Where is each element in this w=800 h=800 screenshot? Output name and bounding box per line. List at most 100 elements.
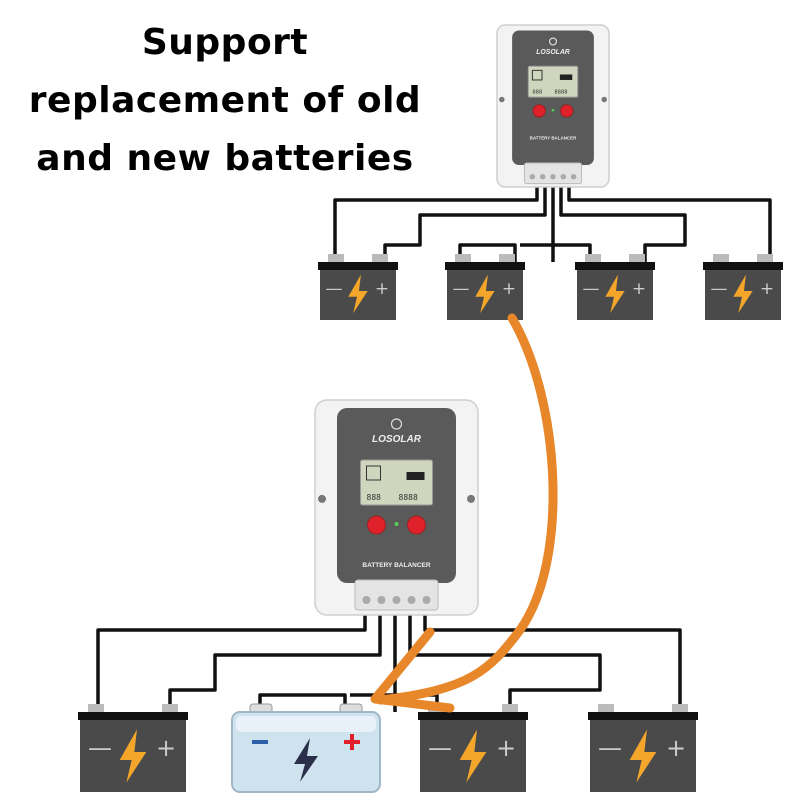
status-led [394, 522, 399, 526]
status-led [551, 108, 555, 112]
terminal-positive [757, 254, 773, 264]
right-button [560, 104, 574, 118]
device-label: BATTERY BALANCER [530, 136, 577, 141]
terminal-negative [585, 254, 601, 264]
terminal-screw [407, 596, 416, 604]
terminal-screw [422, 596, 431, 604]
plus-mark: + [375, 279, 389, 299]
lightning-bolt-icon [475, 274, 495, 314]
plus-mark: + [632, 279, 646, 299]
left-button [367, 515, 386, 535]
replacement-arrow [375, 313, 558, 705]
lcd-battery-bar [559, 74, 573, 80]
power-logo-icon [390, 418, 403, 430]
plus-mark: + [502, 279, 516, 299]
terminal-negative [713, 254, 729, 264]
brand-logo: LOSOLAR [536, 49, 570, 56]
headline-line-1: Support [141, 22, 309, 63]
lightning-bolt-icon [119, 729, 147, 783]
battery-lid [575, 262, 655, 270]
terminal-negative [328, 254, 344, 264]
wire [333, 185, 539, 262]
wire [423, 610, 682, 712]
minus-mark: — [598, 734, 622, 762]
terminal-block [523, 162, 583, 185]
lightning-bolt-icon [733, 274, 753, 314]
terminal-screw [550, 173, 556, 180]
headline-line-2: replacement of old [28, 80, 422, 121]
terminal-positive [629, 254, 645, 264]
terminal-screw [539, 173, 546, 180]
terminal-positive [499, 254, 515, 264]
wire [520, 243, 592, 262]
wire [258, 693, 347, 712]
lightning-bolt-icon [348, 274, 368, 314]
device-label: BATTERY BALANCER [362, 562, 430, 569]
wire [383, 185, 547, 262]
battery-lid [78, 712, 188, 720]
lcd-battery-bar [406, 472, 425, 480]
lcd-screen [527, 65, 579, 98]
old-battery-3: —+ [575, 254, 655, 320]
terminal-screw [392, 596, 401, 604]
terminal-screw [529, 173, 536, 180]
terminal-screw [570, 173, 577, 180]
mount-hole [467, 494, 475, 503]
battery-lid [588, 712, 698, 720]
right-button [407, 515, 426, 535]
lcd-readout: 8888 [554, 90, 567, 96]
lcd-readout: 8888 [399, 493, 418, 502]
old-battery-2: —+ [445, 254, 525, 320]
terminal-screw [560, 173, 567, 180]
lightning-bolt-icon [605, 274, 625, 314]
terminal-positive [502, 704, 518, 714]
plus-mark-v [350, 734, 354, 750]
wire [458, 243, 517, 262]
lightning-bolt-icon [459, 729, 487, 783]
plus-mark: + [496, 734, 516, 762]
minus-mark: — [326, 279, 343, 299]
lcd-battery-icon [531, 69, 543, 81]
plus-mark: + [156, 734, 176, 762]
wire [408, 610, 602, 712]
minus-mark: — [428, 734, 452, 762]
minus-mark: — [453, 279, 470, 299]
battery-lid [418, 712, 528, 720]
terminal-block [354, 579, 439, 611]
terminal-negative [88, 704, 104, 714]
wire [168, 610, 382, 712]
battery-lid [318, 262, 398, 270]
terminal-negative [455, 254, 471, 264]
battery-lid [703, 262, 783, 270]
terminal-screw [362, 596, 371, 604]
terminal-screw [377, 596, 386, 604]
lightning-bolt-icon [629, 729, 657, 783]
plus-mark: + [666, 734, 686, 762]
minus-mark: — [583, 279, 600, 299]
plus-mark: + [760, 279, 774, 299]
old-battery-1: —+ [318, 254, 398, 320]
battery-lid [445, 262, 525, 270]
headline: Support replacement of old and new batte… [10, 14, 440, 188]
left-button [532, 104, 546, 118]
lcd-readout: 888 [367, 493, 382, 502]
arrow-head-icon [370, 627, 455, 713]
minus-mark: — [88, 734, 112, 762]
terminal-negative [598, 704, 614, 714]
lcd-screen [360, 459, 433, 506]
mount-hole [318, 494, 326, 503]
faceplate [512, 30, 594, 166]
lightning-bolt-icon [294, 738, 318, 782]
battery-lid [236, 716, 376, 732]
headline-line-3: and new batteries [36, 138, 414, 179]
power-logo-icon [548, 37, 558, 46]
old-battery-4: —+ [78, 704, 188, 792]
lcd-readout: 888 [532, 90, 542, 96]
terminal-positive [162, 704, 178, 714]
lcd-battery-icon [366, 465, 381, 481]
brand-logo: LOSOLAR [372, 434, 422, 445]
mount-hole [499, 96, 505, 103]
